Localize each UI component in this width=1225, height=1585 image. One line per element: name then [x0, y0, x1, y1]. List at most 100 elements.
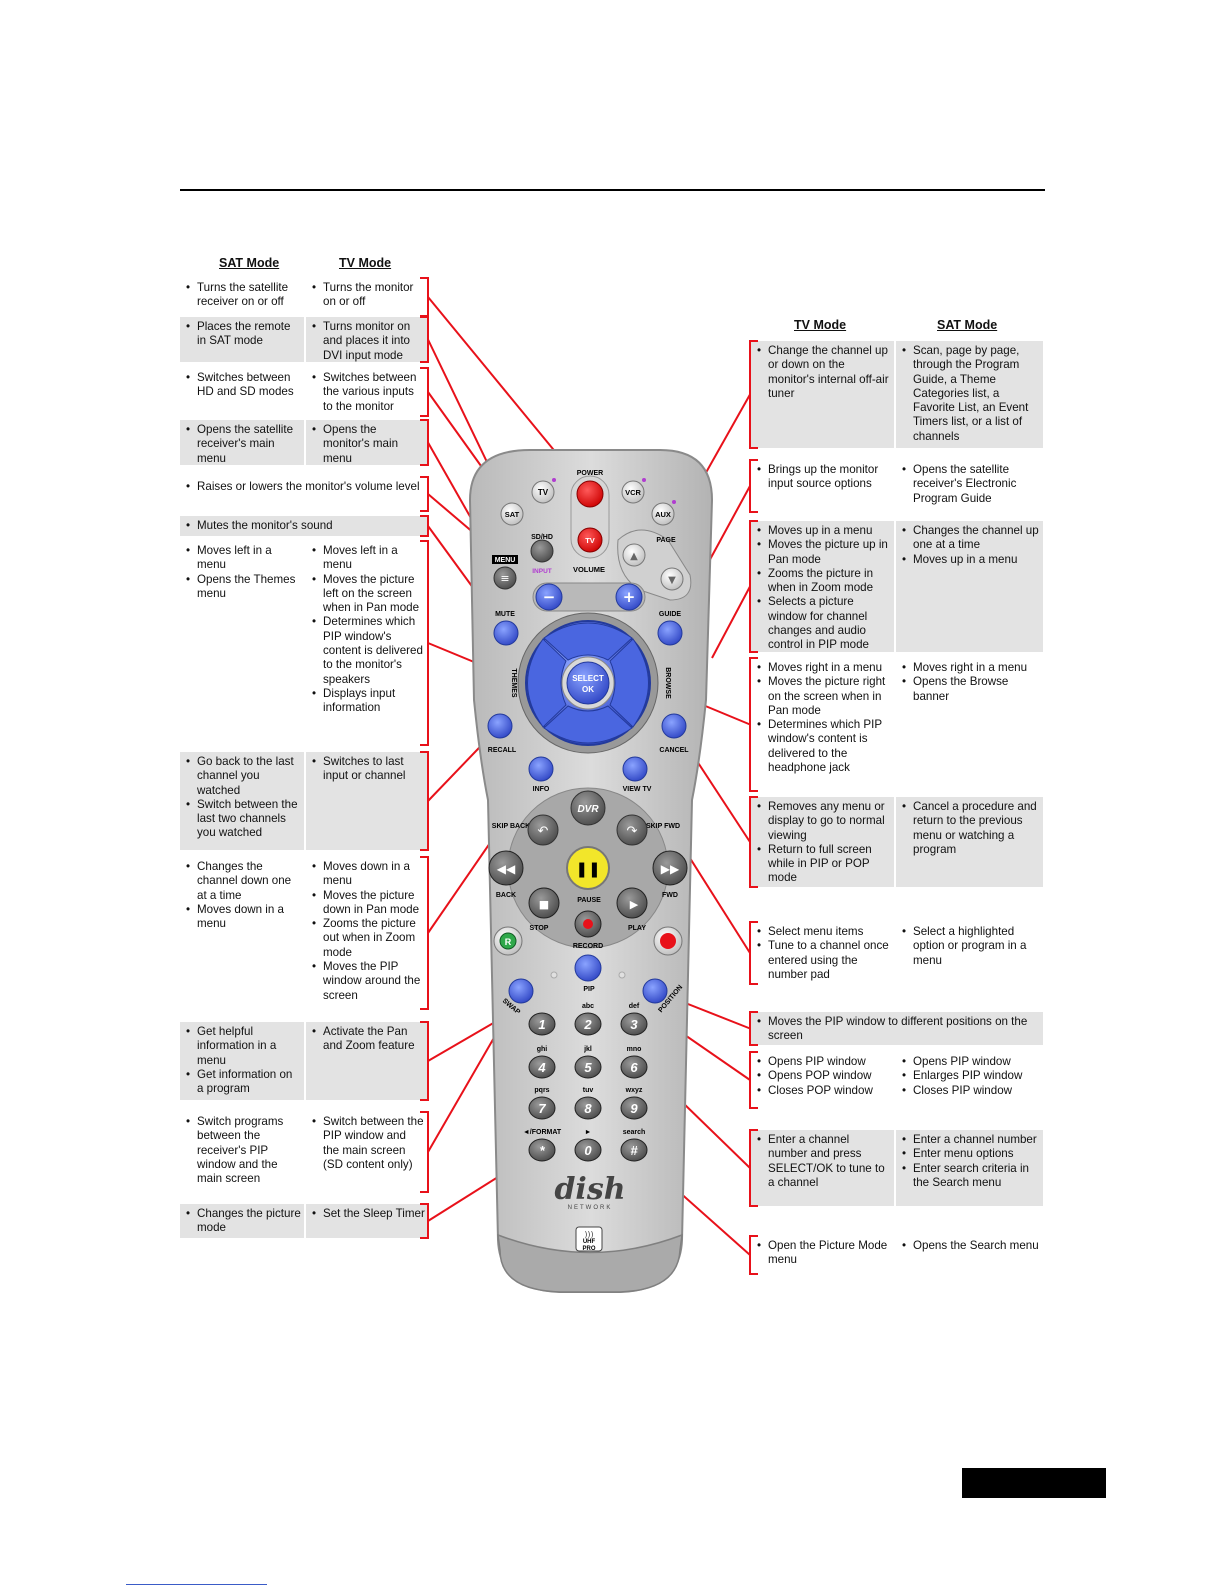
volume-label: VOLUME: [573, 565, 605, 574]
left-row-10-tv: Activate the Pan and Zoom feature: [306, 1022, 428, 1100]
number-key-8[interactable]: [574, 1096, 602, 1120]
page-label: PAGE: [656, 537, 676, 544]
key-letters-label: jkl: [583, 1046, 592, 1053]
page-up-button[interactable]: [622, 543, 646, 567]
number-key-label: 1: [538, 1017, 545, 1032]
fwd-button[interactable]: [652, 850, 688, 886]
number-key-label: 5: [584, 1060, 592, 1075]
col-header-right-tv: TV Mode: [794, 318, 847, 332]
select-ok-button[interactable]: [566, 661, 610, 705]
right-row-8-sat: Opens PIP windowEnlarges PIP windowClose…: [896, 1052, 1043, 1108]
ok-label: OK: [582, 685, 594, 694]
number-key-3[interactable]: [620, 1012, 648, 1036]
skip-fwd-button[interactable]: [616, 814, 648, 846]
stop-label: STOP: [530, 925, 549, 932]
power-button[interactable]: [576, 480, 604, 508]
themes-label: THEMES: [510, 668, 517, 698]
number-key-*[interactable]: [528, 1138, 556, 1162]
info-label: INFO: [533, 786, 550, 793]
vcr-mode-button[interactable]: [621, 480, 645, 504]
callout-bullet: Tune to a channel once entered using the…: [757, 939, 891, 982]
skip-back-button[interactable]: [527, 814, 559, 846]
aux-mode-button[interactable]: [651, 502, 675, 526]
stop-button[interactable]: [528, 887, 560, 919]
uhf-wave-icon: ))): [584, 1230, 593, 1239]
volume-plus-icon: +: [623, 588, 636, 606]
key-letters-label: def: [629, 1003, 640, 1010]
callout-bullet: Enter search criteria in the Search menu: [902, 1162, 1040, 1191]
callout-bullet: Moves right in a menu: [902, 661, 1040, 676]
position-button[interactable]: [642, 978, 668, 1004]
number-key-9[interactable]: [620, 1096, 648, 1120]
pause-icon: ❚❚: [575, 860, 600, 878]
callout-bullet: Switches between the various inputs to t…: [312, 371, 425, 414]
number-key-1[interactable]: [528, 1012, 556, 1036]
number-key-0[interactable]: [574, 1138, 602, 1162]
select-label: SELECT: [572, 674, 604, 683]
callout-bullet: Opens the Browse banner: [902, 675, 1040, 704]
callout-bullet: Select a highlighted option or program i…: [902, 925, 1040, 968]
key-letters-label: search: [623, 1129, 646, 1136]
aux-mode-label: AUX: [655, 510, 671, 519]
number-key-5[interactable]: [574, 1055, 602, 1079]
sat-mode-button[interactable]: [500, 502, 524, 526]
pip-button[interactable]: [574, 954, 602, 982]
number-key-#[interactable]: [620, 1138, 648, 1162]
number-key-4[interactable]: [528, 1055, 556, 1079]
back-button[interactable]: [488, 850, 524, 886]
dish-brand-logo: dish: [554, 1172, 625, 1207]
power-label: POWER: [577, 470, 603, 477]
guide-button[interactable]: [657, 620, 683, 646]
callout-bullet: Moves left in a menu: [312, 544, 425, 573]
r-label: R: [505, 937, 512, 947]
skip-back-label: SKIP BACK: [492, 823, 530, 830]
record-label: RECORD: [573, 943, 603, 950]
callout-bullet: Opens the Search menu: [902, 1239, 1040, 1254]
sdhd-input-button[interactable]: [530, 539, 554, 563]
number-key-label: 7: [538, 1101, 546, 1116]
recall-button[interactable]: [487, 713, 513, 739]
mute-button[interactable]: [493, 620, 519, 646]
volume-down-button[interactable]: [535, 583, 563, 611]
callout-bullet: Switch programs between the receiver's P…: [186, 1115, 301, 1186]
number-key-6[interactable]: [620, 1055, 648, 1079]
right-row-1-sat: Scan, page by page, through the Program …: [896, 341, 1043, 448]
number-key-7[interactable]: [528, 1096, 556, 1120]
pause-button[interactable]: [566, 846, 610, 890]
right-row-9-tv: Enter a channel number and press SELECT/…: [751, 1130, 894, 1206]
back-label: BACK: [496, 892, 516, 899]
right-row-4-sat: Moves right in a menuOpens the Browse ba…: [896, 658, 1043, 791]
input-label: INPUT: [532, 568, 552, 575]
right-row-2-tv: Brings up the monitor input source optio…: [751, 460, 894, 512]
number-key-label: 8: [584, 1101, 592, 1116]
callout-bullet: Removes any menu or display to go to nor…: [757, 800, 891, 843]
info-button[interactable]: [528, 756, 554, 782]
number-key-label: 6: [630, 1060, 638, 1075]
dvr-button[interactable]: [570, 790, 606, 826]
dpad-right-button[interactable]: [609, 638, 649, 728]
sat-mode-label: SAT: [505, 510, 520, 519]
mode-led-vcr: [642, 478, 646, 482]
tv-mode-button[interactable]: [531, 480, 555, 504]
tv-power-button[interactable]: [577, 527, 603, 553]
callout-bullet: Places the remote in SAT mode: [186, 320, 301, 349]
callout-bullet: Determines which PIP window's content is…: [757, 718, 891, 775]
key-letters-label: ►: [585, 1129, 592, 1136]
callout-bullet: Turns the monitor on or off: [312, 281, 425, 310]
number-key-2[interactable]: [574, 1012, 602, 1036]
play-button[interactable]: [616, 887, 648, 919]
right-row-10-sat: Opens the Search menu: [896, 1236, 1043, 1274]
page-footer-tab: [962, 1468, 1106, 1498]
menu-button[interactable]: [493, 566, 517, 590]
volume-up-button[interactable]: [615, 583, 643, 611]
dpad-up-button[interactable]: [543, 622, 633, 661]
view-tv-button[interactable]: [622, 756, 648, 782]
cancel-button[interactable]: [661, 713, 687, 739]
number-key-label: 3: [630, 1017, 638, 1032]
number-key-label: #: [630, 1143, 638, 1158]
swap-button[interactable]: [508, 978, 534, 1004]
dpad-down-button[interactable]: [543, 705, 633, 744]
dpad-left-button[interactable]: [527, 638, 567, 728]
page-down-button[interactable]: [660, 567, 684, 591]
